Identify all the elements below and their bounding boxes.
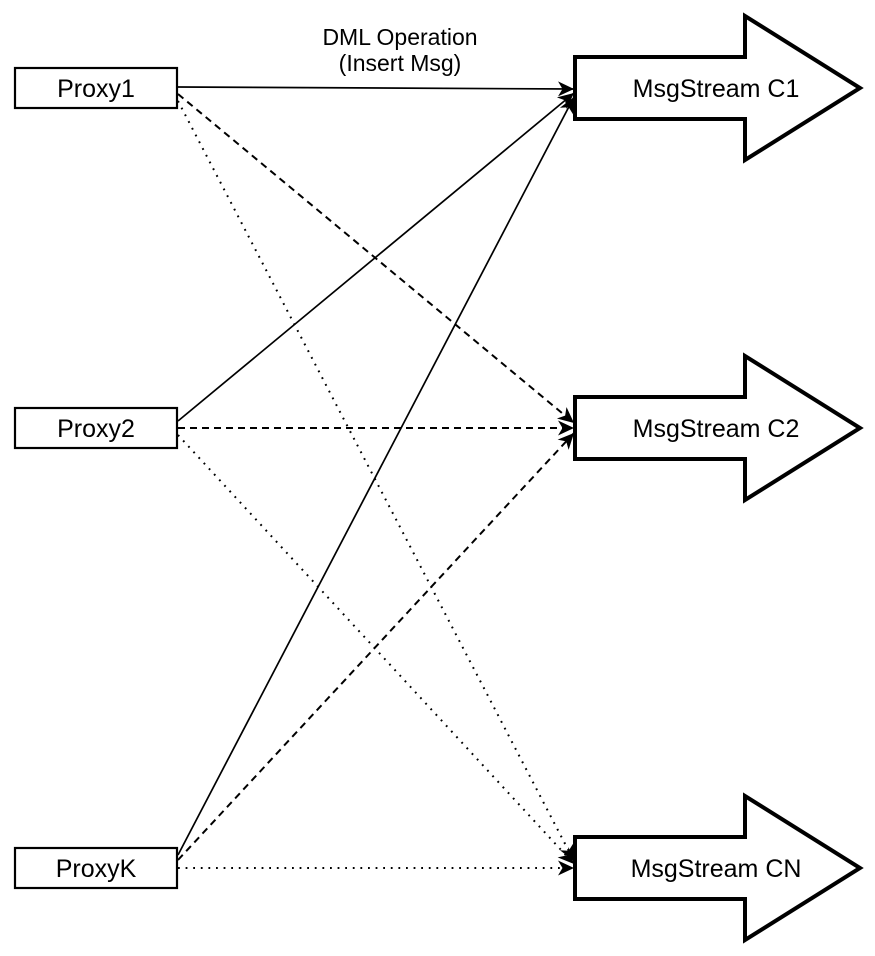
proxy1-box — [13, 66, 179, 110]
proxyk-box — [13, 846, 179, 890]
edge-proxy2-to-c1 — [177, 92, 575, 422]
msgstream-c1-label: MsgStream C1 — [633, 75, 800, 103]
edge-proxy1-to-c2 — [177, 93, 575, 424]
edge-proxy1-to-cn — [177, 100, 575, 862]
msgstream-c1-node: MsgStream C1 — [573, 12, 864, 164]
msgstream-c2-arrow-shape — [573, 352, 864, 504]
edge-proxy2-to-cn — [177, 434, 575, 865]
annotation-line2: (Insert Msg) — [339, 50, 462, 76]
dml-operation-annotation: DML Operation (Insert Msg) — [322, 24, 477, 76]
msgstream-c1-arrow-shape — [573, 12, 864, 164]
proxy2-label: Proxy2 — [57, 415, 135, 443]
msgstream-cn-label: MsgStream CN — [631, 855, 802, 883]
proxy2-node: Proxy2 — [13, 406, 179, 450]
msgstream-cn-node: MsgStream CN — [573, 792, 864, 944]
proxyk-node: ProxyK — [13, 846, 179, 890]
proxy1-node: Proxy1 — [13, 66, 179, 110]
edges-layer — [177, 81, 575, 876]
edge-proxyk-to-c2 — [177, 432, 575, 861]
edge-proxyk-to-c1 — [177, 96, 575, 856]
proxy1-label: Proxy1 — [57, 75, 135, 103]
annotation-line1: DML Operation — [322, 24, 477, 50]
msgstream-c2-label: MsgStream C2 — [633, 415, 800, 443]
proxyk-label: ProxyK — [56, 855, 137, 883]
msgstream-c2-node: MsgStream C2 — [573, 352, 864, 504]
proxy2-box — [13, 406, 179, 450]
edge-proxy1-to-c1 — [177, 81, 575, 97]
msgstream-cn-arrow-shape — [573, 792, 864, 944]
